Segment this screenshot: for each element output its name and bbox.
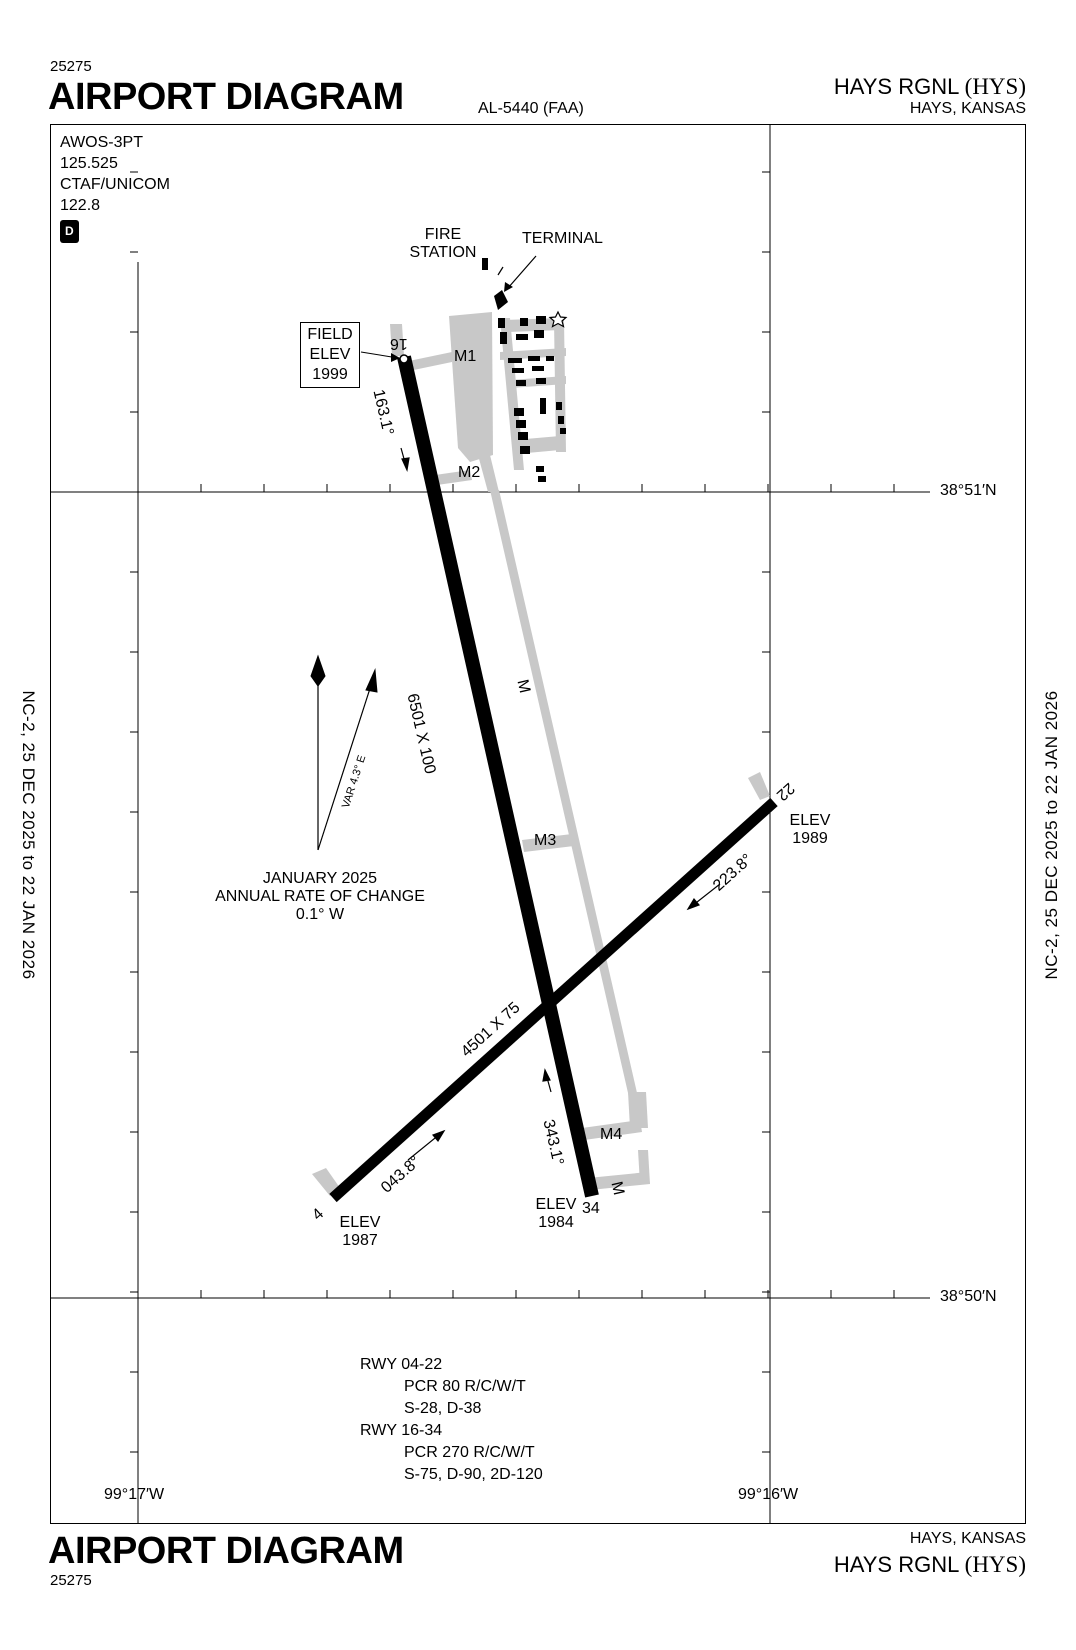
fire-station-leader <box>497 266 504 276</box>
elev-4-label: ELEV <box>339 1214 381 1231</box>
taxiway-m4-pad <box>628 1092 648 1128</box>
city-state-top: HAYS, KANSAS <box>909 100 1026 117</box>
pcr-rwy-b: RWY 16-34 <box>360 1422 443 1439</box>
field-elev-box: FIELD ELEV 1999 <box>300 322 360 388</box>
elev-34-label: ELEV <box>535 1196 577 1213</box>
runway-4-22 <box>329 797 778 1203</box>
page-title-bottom: AIRPORT DIAGRAM <box>48 1530 404 1572</box>
chart-number-top: 25275 <box>50 58 92 75</box>
taxiway-m4 <box>582 1120 642 1140</box>
taxiway-m-south-link <box>638 1150 650 1184</box>
awos-freq: 125.525 <box>60 155 118 172</box>
chart-frame <box>50 124 1026 1524</box>
elev-22: ELEV 1989 <box>782 812 838 848</box>
magvar-rate-label: ANNUAL RATE OF CHANGE <box>215 888 425 905</box>
taxiway-stub-16 <box>390 324 404 356</box>
fire-station-label: FIRE STATION <box>408 226 478 262</box>
fire-station-line2: STATION <box>409 244 477 261</box>
airport-name-text: HAYS RGNL <box>833 74 959 99</box>
elev-34: ELEV 1984 <box>528 1196 584 1232</box>
pcr-rwy-a: RWY 04-22 <box>360 1356 443 1373</box>
elev-22-value: 1989 <box>792 830 828 847</box>
side-note-right: NC-2, 25 DEC 2025 to 22 JAN 2026 <box>1042 690 1061 980</box>
lon-label-west: 99°17′W <box>104 1486 165 1503</box>
lat-label-south: 38°50′N <box>940 1288 997 1305</box>
magvar-arrows <box>310 654 378 851</box>
airport-id: (HYS) <box>964 74 1026 99</box>
airport-id-bottom: (HYS) <box>964 1552 1026 1577</box>
terminal-bldg <box>494 290 508 310</box>
taxiway-m-south <box>588 1172 650 1190</box>
apron-main <box>449 312 493 462</box>
elev-4: ELEV 1987 <box>332 1214 388 1250</box>
magnetic-north-icon <box>365 668 378 693</box>
terminal-leader <box>507 255 537 289</box>
taxiway-m-north <box>478 455 499 492</box>
page-title-top: AIRPORT DIAGRAM <box>48 76 404 118</box>
atis-d-badge: D <box>60 220 79 243</box>
airport-name-bottom: HAYS RGNL (HYS) <box>834 1552 1026 1578</box>
taxiway-m3-label: M3 <box>534 832 557 849</box>
pcr-rwy-b-gear: S-75, D-90, 2D-120 <box>404 1466 543 1483</box>
beacon-icon <box>548 310 568 328</box>
airport-name-top: HAYS RGNL (HYS) <box>834 74 1026 100</box>
fire-station-line1: FIRE <box>424 226 462 243</box>
elev-4-value: 1987 <box>342 1232 378 1249</box>
pcr-rwy-b-pcr: PCR 270 R/C/W/T <box>404 1444 535 1461</box>
city-state-bottom: HAYS, KANSAS <box>909 1530 1026 1547</box>
pcr-rwy-a-pcr: PCR 80 R/C/W/T <box>404 1378 526 1395</box>
side-note-left: NC-2, 25 DEC 2025 to 22 JAN 2026 <box>19 690 38 980</box>
taxiway-m1-label: M1 <box>454 348 477 365</box>
taxiway-stub-4 <box>312 1168 340 1196</box>
lon-label-east: 99°16′W <box>738 1486 799 1503</box>
field-elev-line1: FIELD <box>307 326 353 343</box>
field-elev-point <box>399 354 409 364</box>
runway-16-34 <box>397 355 599 1198</box>
field-elev-value: 1999 <box>312 366 348 383</box>
terminal-label: TERMINAL <box>522 230 603 247</box>
graticule-ticks <box>130 171 895 1453</box>
terminal-arrowhead <box>504 282 513 292</box>
magvar-note: JANUARY 2025 ANNUAL RATE OF CHANGE 0.1° … <box>200 870 440 924</box>
freq-block: AWOS-3PT 125.525 CTAF/UNICOM 122.8 D <box>60 132 170 243</box>
taxiway-m2-label: M2 <box>458 464 481 481</box>
awos-label: AWOS-3PT <box>60 134 143 151</box>
true-north-icon <box>310 654 326 687</box>
runway-16-label: 16 <box>390 335 408 352</box>
elev-22-label: ELEV <box>789 812 831 829</box>
field-elev-arrowhead <box>391 353 400 362</box>
pcr-rwy-a-gear: S-28, D-38 <box>404 1400 482 1417</box>
elev-34-value: 1984 <box>538 1214 574 1231</box>
magvar-rate-value: 0.1° W <box>295 906 345 923</box>
runway-34-label: 34 <box>582 1200 600 1217</box>
fire-station-bldg <box>482 258 488 270</box>
taxiway-m3 <box>522 834 574 852</box>
magnetic-north-line <box>317 675 375 851</box>
chart-number-bottom: 25275 <box>50 1572 92 1589</box>
airport-name-text-bottom: HAYS RGNL <box>833 1552 959 1577</box>
magvar-date: JANUARY 2025 <box>262 870 378 887</box>
lat-label-north: 38°51′N <box>940 482 997 499</box>
taxiway-m1 <box>404 352 452 372</box>
taxiways <box>312 312 770 1196</box>
field-elev-line2: ELEV <box>309 346 351 363</box>
buildings <box>482 258 566 482</box>
pcr-block: RWY 04-22 PCR 80 R/C/W/T S-28, D-38 RWY … <box>360 1354 543 1486</box>
taxiway-stub-22 <box>748 772 770 800</box>
al-number: AL-5440 (FAA) <box>478 100 584 117</box>
ctaf-freq: 122.8 <box>60 197 101 214</box>
ctaf-label: CTAF/UNICOM <box>60 176 170 193</box>
taxiway-m4-label: M4 <box>600 1126 623 1143</box>
heading-arrows <box>400 447 721 1161</box>
